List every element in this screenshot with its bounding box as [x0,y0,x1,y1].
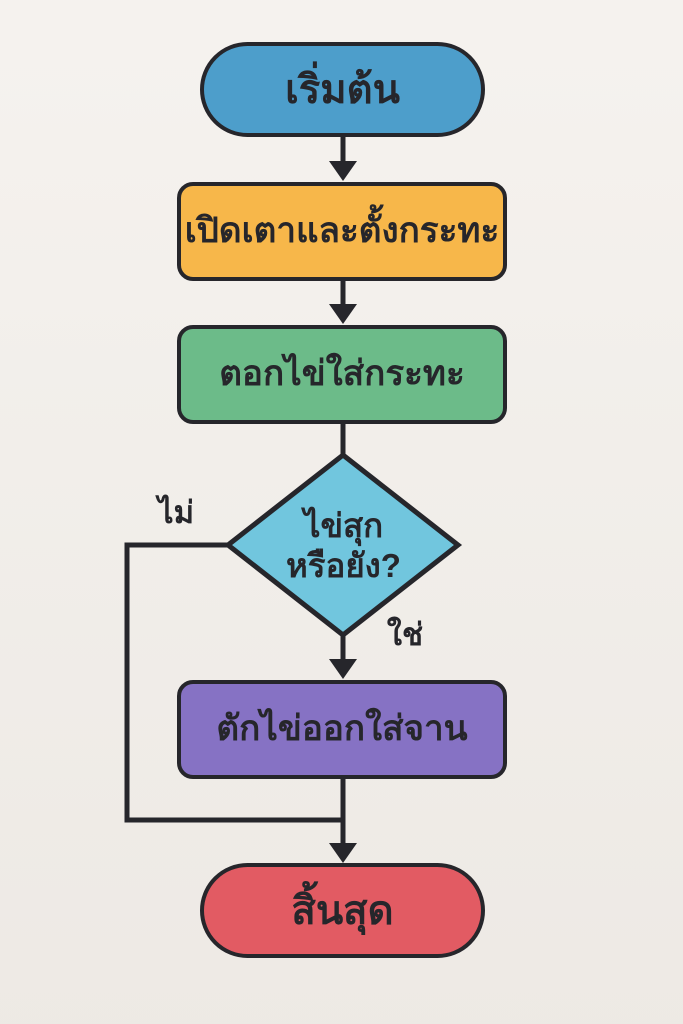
process-crack-egg-label: ตอกไข่ใส่กระทะ [219,354,465,394]
arrowhead-icon [329,304,357,324]
start-node-label: เริ่มต้น [285,67,400,112]
process-plate-egg-label: ตักไข่ออกใส่จาน [216,709,468,749]
start-node: เริ่มต้น [200,42,485,137]
process-heat-pan: เปิดเตาและตั้งกระทะ [177,182,507,281]
edge-label-no: ไม่ [157,495,195,530]
arrowhead-icon [329,161,357,181]
edge-label-yes: ใช่ [386,617,424,652]
end-node: สิ้นสุด [200,863,485,958]
arrowhead-icon [329,843,357,863]
process-plate-egg: ตักไข่ออกใส่จาน [177,680,507,779]
process-heat-pan-label: เปิดเตาและตั้งกระทะ [184,211,500,251]
edge-no-branch [124,542,345,823]
process-crack-egg: ตอกไข่ใส่กระทะ [177,325,507,424]
arrowhead-icon [329,659,357,679]
end-node-label: สิ้นสุด [291,888,394,933]
decision-node-label: ไข่สุก หรือยัง? [286,506,401,584]
